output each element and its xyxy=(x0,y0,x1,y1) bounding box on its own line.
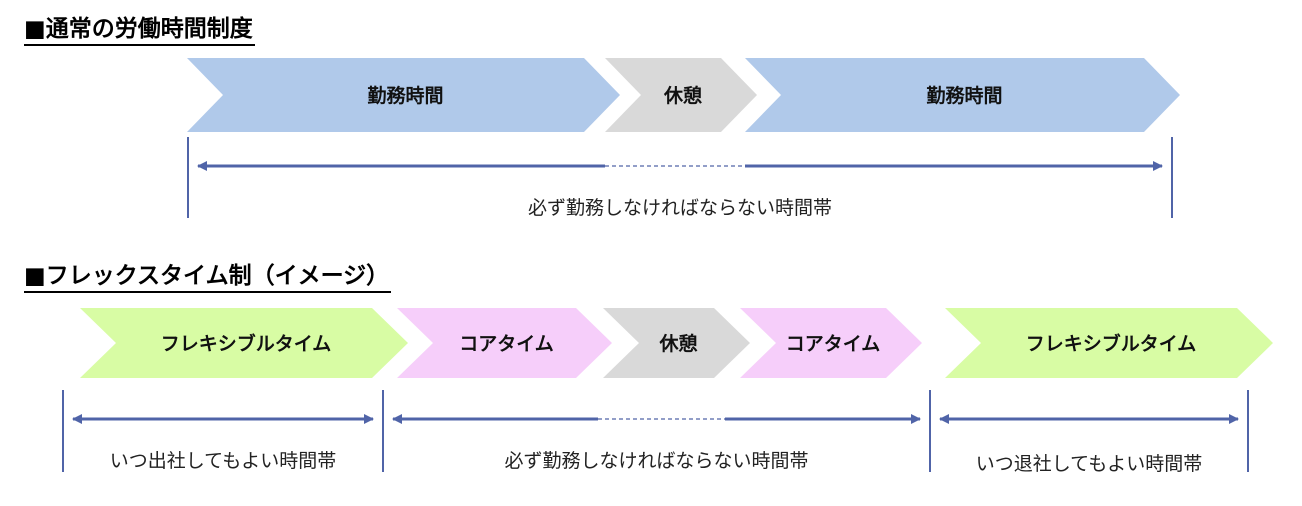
chevron-break: 休憩 xyxy=(605,58,757,132)
chevron-shape xyxy=(603,308,750,378)
chevron-work: 勤務時間 xyxy=(745,58,1180,132)
span-label: いつ退社してもよい時間帯 xyxy=(976,453,1202,475)
chevron-label: 休憩 xyxy=(663,84,702,107)
time-span: 必ず勤務しなければならない時間帯 xyxy=(187,137,1173,219)
chevron-shape xyxy=(397,308,612,378)
span-label: 必ず勤務しなければならない時間帯 xyxy=(528,197,832,219)
chevron-core: コアタイム xyxy=(397,308,612,378)
chevron-label: 休憩 xyxy=(658,332,697,355)
section-heading-flextime: ■フレックスタイム制（イメージ） xyxy=(24,261,392,293)
chevron-flexible: フレキシブルタイム xyxy=(80,308,408,378)
time-span: いつ退社してもよい時間帯 xyxy=(929,390,1249,475)
chevron-shape xyxy=(605,58,757,132)
chevron-label: 勤務時間 xyxy=(926,84,1002,107)
chevron-shape xyxy=(945,308,1273,378)
time-span: いつ出社してもよい時間帯 xyxy=(62,390,384,472)
chevron-label: 勤務時間 xyxy=(367,84,443,107)
span-label: いつ出社してもよい時間帯 xyxy=(110,450,336,472)
chevron-flexible: フレキシブルタイム xyxy=(945,308,1273,378)
section-heading-normal-hours: ■通常の労働時間制度 xyxy=(24,14,255,46)
span-label: 必ず勤務しなければならない時間帯 xyxy=(504,450,808,472)
time-span: 必ず勤務しなければならない時間帯 xyxy=(382,390,931,472)
chevron-shape xyxy=(80,308,408,378)
chevron-label: コアタイム xyxy=(786,333,881,355)
chevron-label: フレキシブルタイム xyxy=(1026,332,1197,355)
chevron-shape xyxy=(187,58,620,132)
chevron-label: フレキシブルタイム xyxy=(161,332,332,355)
chevron-label: コアタイム xyxy=(459,333,554,355)
chevron-shape xyxy=(740,308,922,378)
chevron-shape xyxy=(745,58,1180,132)
chevron-work: 勤務時間 xyxy=(187,58,620,132)
chevron-core: コアタイム xyxy=(740,308,922,378)
chevron-break: 休憩 xyxy=(603,308,750,378)
